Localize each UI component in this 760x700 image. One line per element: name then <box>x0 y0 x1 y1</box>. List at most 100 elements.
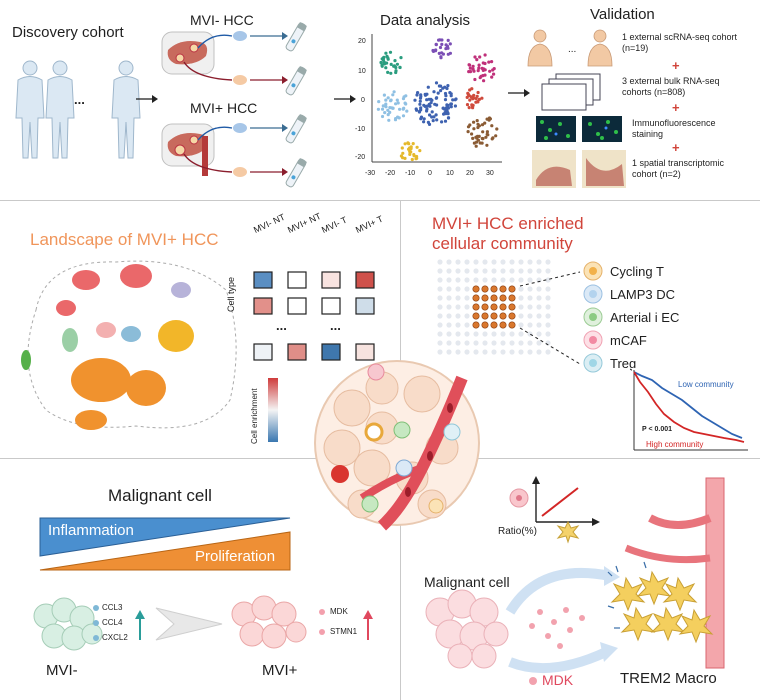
tsne-dot <box>397 116 401 120</box>
community-dot <box>527 295 533 301</box>
tsne-dot <box>408 146 412 150</box>
tsne-dot <box>439 56 443 60</box>
community-dot <box>545 259 551 265</box>
tsne-dot <box>481 130 485 134</box>
community-dot <box>509 349 515 355</box>
community-title-line1: MVI+ HCC enriched <box>432 214 584 233</box>
person-icon <box>15 60 45 159</box>
tsne-dot <box>418 149 422 153</box>
community-dot <box>437 295 443 301</box>
tsne-dot <box>426 120 430 124</box>
gene-dot-icon <box>93 620 99 626</box>
divider-top <box>0 200 760 201</box>
tsne-dot <box>427 97 431 101</box>
cell-type-label: mCAF <box>610 333 647 348</box>
community-dot <box>482 268 488 274</box>
community-dot <box>464 313 470 319</box>
community-dot <box>527 286 533 292</box>
community-dot <box>455 340 461 346</box>
community-dot <box>446 268 452 274</box>
tsne-x-tick: 0 <box>428 170 432 177</box>
tsne-dot <box>419 115 424 119</box>
community-dot <box>536 304 542 310</box>
survival-curve <box>632 368 752 456</box>
community-dot-enriched <box>490 321 498 329</box>
tsne-dot <box>423 92 427 96</box>
community-dot <box>437 322 443 328</box>
gene-dot-icon <box>319 609 325 615</box>
community-dot <box>446 286 452 292</box>
tsne-dot <box>434 48 438 52</box>
gene-label: STMN1 <box>330 627 358 636</box>
community-dot <box>446 259 452 265</box>
community-dot <box>491 349 497 355</box>
tsne-dot <box>413 98 417 102</box>
community-dot <box>437 349 443 355</box>
community-dot <box>437 277 443 283</box>
tsne-x-tick: 20 <box>466 170 474 177</box>
tsne-dot <box>382 61 386 65</box>
tsne-dot <box>443 91 448 96</box>
community-dot-enriched <box>490 312 498 320</box>
tsne-dot <box>401 97 406 101</box>
tsne-dot <box>384 105 388 109</box>
heatmap-ellipsis: ... <box>276 318 287 333</box>
tsne-dot <box>399 56 403 60</box>
tsne-dot <box>443 119 448 123</box>
community-dot <box>536 331 542 337</box>
tsne-dot <box>472 127 476 131</box>
tsne-dot <box>408 149 412 154</box>
validation-title: Validation <box>590 6 655 23</box>
tsne-dot <box>475 136 479 140</box>
tsne-dot <box>485 143 489 147</box>
community-dot <box>482 340 488 346</box>
tsne-dot <box>395 98 399 102</box>
validation-plus: + <box>672 100 680 115</box>
community-dot <box>500 340 506 346</box>
mdk-dot-icon <box>529 677 537 685</box>
tsne-dot <box>477 63 481 67</box>
community-dot-enriched <box>499 321 507 329</box>
community-dot <box>536 259 542 265</box>
tsne-x-tick: -30 <box>365 170 376 177</box>
community-dot <box>446 304 452 310</box>
community-dot-grid <box>437 259 551 355</box>
person-icon <box>45 60 75 159</box>
community-dot <box>527 259 533 265</box>
tsne-dot <box>480 123 485 127</box>
tsne-dot <box>392 90 396 94</box>
tsne-dot <box>395 62 399 66</box>
tsne-dot <box>488 69 492 73</box>
gene-label: CXCL2 <box>102 633 128 642</box>
community-dot <box>455 286 461 292</box>
community-dot-enriched <box>481 312 489 320</box>
tsne-dot <box>432 90 436 94</box>
tsne-dot <box>467 63 471 67</box>
gene-dot-icon <box>93 605 99 611</box>
community-dot <box>446 340 452 346</box>
community-dot <box>536 286 542 292</box>
tsne-dot <box>381 104 385 108</box>
enrichment-color-legend <box>268 378 278 442</box>
community-title-line2: cellular community <box>432 234 573 253</box>
tsne-dot <box>411 142 415 146</box>
tsne-dot <box>387 118 391 122</box>
tsne-dot <box>443 98 448 102</box>
liver-sampling-diagram <box>161 22 307 188</box>
tsne-dot <box>398 107 402 111</box>
tsne-dot <box>400 146 404 150</box>
community-dot <box>536 295 542 301</box>
community-dot <box>464 322 470 328</box>
community-dot <box>527 304 533 310</box>
community-dot-enriched <box>499 312 507 320</box>
cell-type-label: Cycling T <box>610 264 664 279</box>
cell-type-label: LAMP3 DC <box>610 287 676 302</box>
tsne-dot <box>485 130 489 134</box>
community-dot-enriched <box>508 294 516 302</box>
tsne-dot <box>484 135 488 139</box>
validation-cohort-people-icon: ... <box>527 29 613 67</box>
tsne-dot <box>446 52 450 56</box>
arrow-icon <box>508 89 530 97</box>
tsne-dot <box>434 113 438 117</box>
tsne-dot <box>494 134 498 138</box>
